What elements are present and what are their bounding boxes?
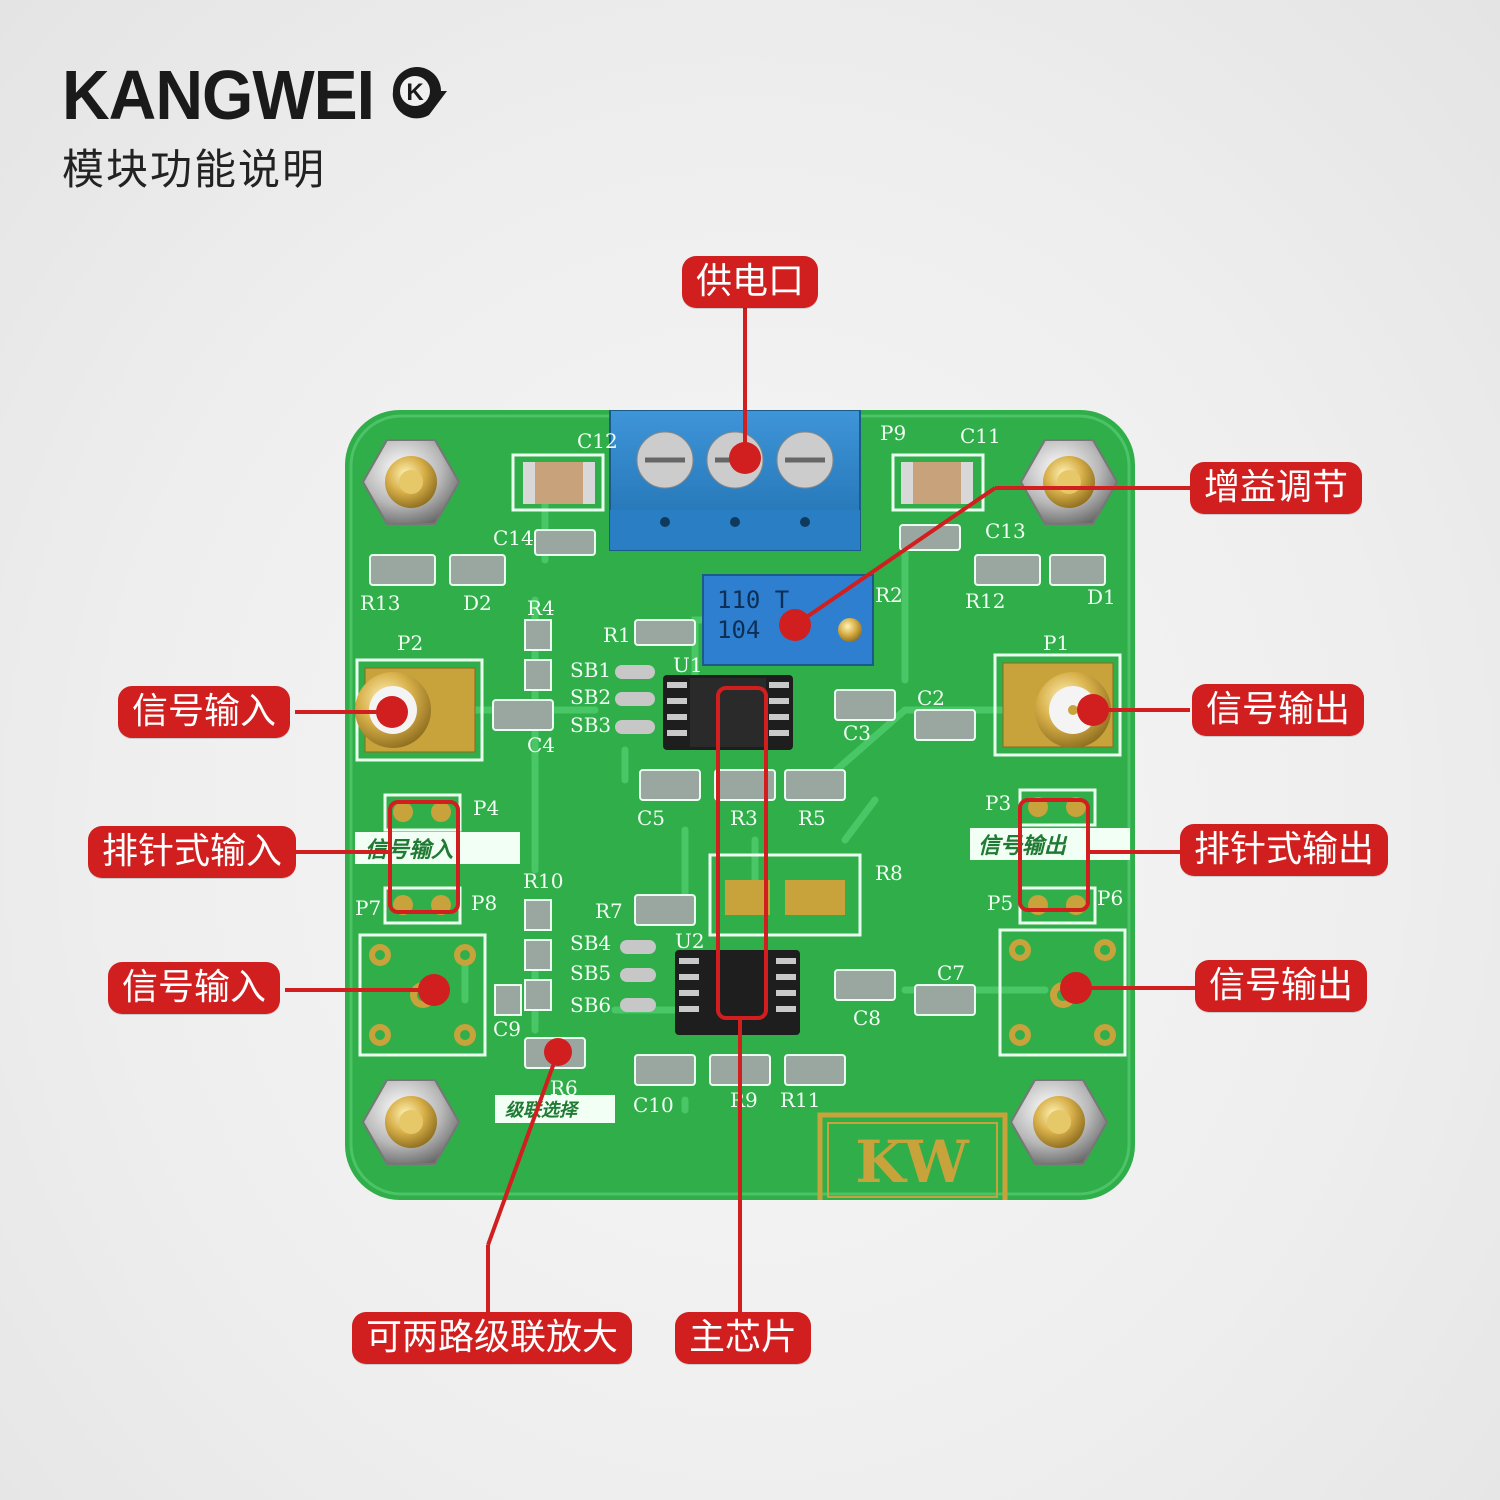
label-gain-adjust: 增益调节 xyxy=(1190,462,1363,514)
pcb-board: 110 T 104 xyxy=(345,410,1135,1200)
mount-post-tr xyxy=(1019,439,1119,525)
label-signal-input-sma: 信号输入 xyxy=(118,686,291,738)
silk-r13: R13 xyxy=(360,591,401,615)
silk-sb6: SB6 xyxy=(570,993,611,1017)
ic-u2 xyxy=(675,950,800,1035)
silk-p6: P6 xyxy=(1097,886,1123,910)
silk-p7: P7 xyxy=(355,896,381,920)
silk-p8: P8 xyxy=(471,891,497,915)
label-signal-input-pad: 信号输入 xyxy=(108,962,281,1014)
svg-text:信号输出: 信号输出 xyxy=(978,833,1068,859)
brand-header: KANGWEI K 模块功能说明 xyxy=(62,56,449,197)
silk-c11: C11 xyxy=(960,424,1001,448)
silk-r11: R11 xyxy=(780,1088,821,1112)
silk-r5: R5 xyxy=(798,806,826,830)
silk-cascade-label: 级联选择 xyxy=(495,1095,615,1123)
silk-d2: D2 xyxy=(463,591,492,615)
silk-r9: R9 xyxy=(730,1088,758,1112)
label-power-port: 供电口 xyxy=(682,256,819,308)
silk-c9: C9 xyxy=(493,1017,521,1041)
silk-r10: R10 xyxy=(523,869,564,893)
silk-u2: U2 xyxy=(675,929,705,953)
mount-post-br xyxy=(1009,1079,1109,1165)
silk-p5: P5 xyxy=(987,891,1013,915)
silk-p1: P1 xyxy=(1043,631,1069,655)
kw-pcb-logo: KW xyxy=(817,1112,1008,1200)
svg-text:级联选择: 级联选择 xyxy=(505,1100,580,1121)
page-subtitle: 模块功能说明 xyxy=(62,145,327,194)
silk-c12: C12 xyxy=(577,429,618,453)
silk-r3: R3 xyxy=(730,806,758,830)
gain-potentiometer: 110 T 104 xyxy=(702,574,874,666)
label-cascade: 可两路级联放大 xyxy=(352,1312,633,1364)
silk-c8: C8 xyxy=(853,1006,881,1030)
label-main-chip: 主芯片 xyxy=(675,1312,812,1364)
silk-c5: C5 xyxy=(637,806,665,830)
capacitor-c11 xyxy=(891,453,985,512)
silk-r7: R7 xyxy=(595,899,623,923)
brand-logo: K xyxy=(392,67,448,119)
silk-c10: C10 xyxy=(633,1093,674,1117)
silk-c7: C7 xyxy=(937,961,965,985)
silk-r4: R4 xyxy=(527,596,555,620)
silk-output-label: 信号输出 xyxy=(970,828,1130,860)
mount-post-bl xyxy=(361,1079,461,1165)
label-signal-output-pad: 信号输出 xyxy=(1195,960,1368,1012)
solder-bridges xyxy=(615,665,656,1012)
silk-c2: C2 xyxy=(917,686,945,710)
pot-marking-bottom: 104 xyxy=(717,616,760,644)
silk-r8: R8 xyxy=(875,861,903,885)
silk-c13: C13 xyxy=(985,519,1026,543)
mount-post-tl xyxy=(361,439,461,525)
silk-c3: C3 xyxy=(843,721,871,745)
silk-r12: R12 xyxy=(965,589,1006,613)
silk-r1: R1 xyxy=(603,623,631,647)
silk-sb2: SB2 xyxy=(570,685,611,709)
silk-sb5: SB5 xyxy=(570,961,611,985)
sma-connector-p2 xyxy=(355,658,484,762)
label-header-input: 排针式输入 xyxy=(88,826,297,878)
power-terminal-block xyxy=(609,410,861,551)
silk-input-label: 信号输入 xyxy=(355,832,520,864)
silk-u1: U1 xyxy=(673,653,703,677)
sma-connector-p1 xyxy=(993,653,1122,757)
label-signal-output-sma: 信号输出 xyxy=(1192,684,1365,736)
silk-r2: R2 xyxy=(875,583,903,607)
silk-d1: D1 xyxy=(1087,585,1116,609)
pot-marking-top: 110 T xyxy=(717,586,789,614)
silk-c4: C4 xyxy=(527,733,555,757)
svg-text:信号输入: 信号输入 xyxy=(365,837,453,863)
silk-sb3: SB3 xyxy=(570,713,611,737)
label-header-output: 排针式输出 xyxy=(1180,824,1389,876)
silk-sb4: SB4 xyxy=(570,931,611,955)
capacitor-c12 xyxy=(511,453,605,512)
smd-components xyxy=(369,524,1106,1086)
ic-u1 xyxy=(663,675,793,750)
silk-c14: C14 xyxy=(493,526,534,550)
silk-p9: P9 xyxy=(880,421,906,445)
silk-p3: P3 xyxy=(985,791,1011,815)
svg-text:KW: KW xyxy=(855,1128,969,1196)
silk-p2: P2 xyxy=(397,631,423,655)
brand-name: KANGWEI xyxy=(62,56,375,134)
brand-logo-letter: K xyxy=(406,79,424,106)
silk-p4: P4 xyxy=(473,796,499,820)
silk-sb1: SB1 xyxy=(570,658,611,682)
